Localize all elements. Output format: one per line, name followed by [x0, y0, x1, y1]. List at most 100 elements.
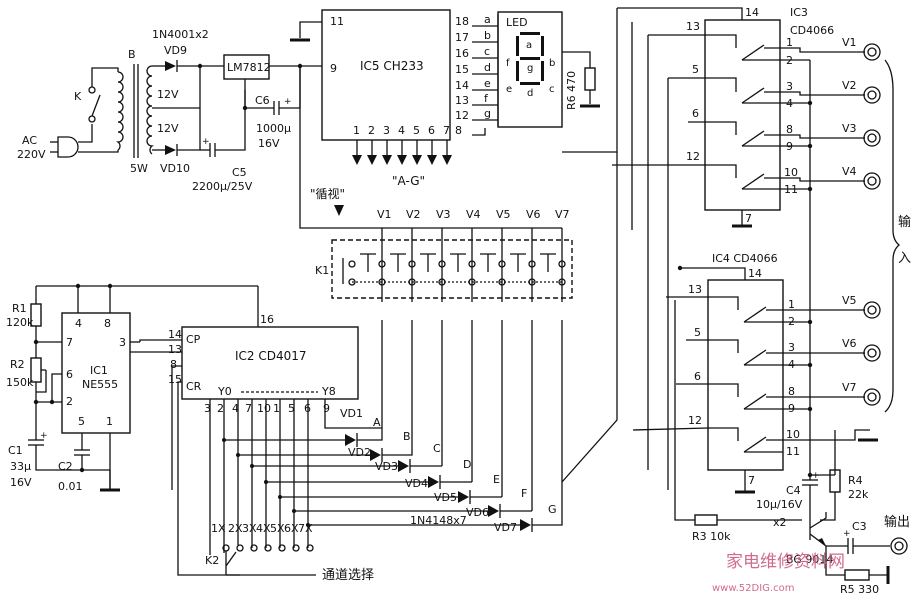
k2-position-1x: 1X: [211, 522, 226, 535]
k1-channel-v7: V7: [555, 208, 570, 221]
out-c: C: [433, 442, 441, 455]
r5-label: R5 330: [840, 583, 879, 596]
ic1-pin-6: 6: [66, 368, 73, 381]
input-brace: [884, 59, 901, 413]
k1-channel-v3: V3: [436, 208, 451, 221]
seg-letter-d: d: [484, 61, 491, 74]
input-label-v4: V4: [842, 165, 857, 178]
ic2-label: IC2 CD4017: [235, 349, 307, 363]
ic4-pin-3: 3: [788, 341, 795, 354]
input-label-v3: V3: [842, 122, 857, 135]
input-jack-v2: [863, 86, 881, 104]
ic3-pin-10: 10: [784, 166, 798, 179]
k2-contacts: [222, 544, 314, 575]
ic1-timer: IC1 NE555 4 8 7 3 6 2 5 1: [36, 283, 258, 490]
vd6-label: VD6: [466, 506, 489, 519]
ic4-pin-8: 8: [788, 385, 795, 398]
diode-vd9: [165, 60, 178, 72]
ic2-pin-b7: 7: [245, 402, 252, 415]
k1-channel-v2: V2: [406, 208, 421, 221]
ic5-input-arrows: [352, 140, 452, 165]
ic4-pin-1: 1: [788, 298, 795, 311]
vd3-label: VD3: [375, 460, 398, 473]
resistor-r5: [844, 569, 870, 581]
k2-position-5x: 5X: [270, 522, 285, 535]
out-b: B: [403, 430, 411, 443]
ic1-pin-8: 8: [104, 317, 111, 330]
out-d: D: [463, 458, 471, 471]
c6-value: 1000μ: [256, 122, 291, 135]
ic5-pin-15: 15: [455, 63, 469, 76]
ic3-pin-1: 1: [786, 36, 793, 49]
led-glyph-a: a: [526, 40, 532, 51]
led-glyph-e: e: [506, 84, 512, 95]
input-label-v5: V5: [842, 294, 857, 307]
output-jack: [890, 537, 908, 555]
diode-spec-1n4148: 1N4148x7: [410, 514, 467, 527]
k1-contacts: [342, 253, 566, 286]
ic1-label: IC1: [90, 364, 108, 377]
r2-name: R2: [10, 358, 25, 371]
ic2-pin-b3: 3: [204, 402, 211, 415]
ic4-pin-7: 7: [748, 474, 755, 487]
c1-name: C1: [8, 444, 23, 457]
svg-text:+: +: [812, 471, 820, 481]
out-g: G: [548, 503, 557, 516]
scan-label: "循视": [310, 186, 345, 201]
ic2-pin-b10: 10: [257, 402, 271, 415]
winding-top-label: 12V: [157, 88, 179, 101]
ic1-pin-7: 7: [66, 336, 73, 349]
out-e: E: [493, 473, 500, 486]
ic5-pin-b4: 4: [398, 124, 405, 137]
svg-text:+: +: [40, 431, 48, 441]
k1-label: K1: [315, 264, 329, 277]
ac-plug-icon: [50, 136, 79, 158]
ic4-pin-6: 6: [694, 370, 701, 383]
seg-letter-e: e: [484, 77, 491, 90]
ic2-cr-label: CR: [186, 380, 202, 393]
ic3-pin-12: 12: [686, 150, 700, 163]
ic4-pin-12: 12: [688, 414, 702, 427]
c6-name: C6: [255, 94, 270, 107]
c3-label: C3: [852, 520, 867, 533]
ic5-pin-b7: 7: [443, 124, 450, 137]
ic1-part: NE555: [82, 378, 118, 391]
ic5-pin-b3: 3: [383, 124, 390, 137]
vd5-label: VD5: [434, 491, 457, 504]
ic4-pin-11: 11: [786, 445, 800, 458]
c4-value: 10μ/16V: [756, 498, 803, 511]
ic5-pin-17: 17: [455, 31, 469, 44]
ic1-pin-1: 1: [106, 415, 113, 428]
ic1-pin-2: 2: [66, 395, 73, 408]
ic4-pin-13: 13: [688, 283, 702, 296]
c1-voltage: 16V: [10, 476, 32, 489]
ic4-pin-5: 5: [694, 326, 701, 339]
ic2-pin-b5: 5: [288, 402, 295, 415]
c5-value: 2200μ/25V: [192, 180, 253, 193]
c4-name: C4: [786, 484, 801, 497]
transformer-label: B: [128, 48, 136, 61]
ic1-pin-3: 3: [119, 336, 126, 349]
ic5-pin-18: 18: [455, 15, 469, 28]
input-label-top: 输: [898, 214, 911, 230]
r2-value: 150k: [6, 376, 34, 389]
input-jack-v3: [863, 129, 881, 147]
ic3-pin-14: 14: [745, 6, 759, 19]
diode-spec: 1N4001x2: [152, 28, 209, 41]
ic3-pin-8: 8: [786, 123, 793, 136]
ic5-pin-b6: 6: [428, 124, 435, 137]
ic2-pin-8: 8: [170, 358, 177, 371]
switch-label: K: [74, 90, 82, 103]
svg-text:+: +: [843, 529, 851, 539]
svg-text:+: +: [284, 97, 292, 107]
k1-channel-v4: V4: [466, 208, 481, 221]
led-glyph-d: d: [527, 88, 533, 99]
ic5-pin-b1: 1: [353, 124, 360, 137]
k2-position-6x: 6X: [284, 522, 299, 535]
r1-name: R1: [12, 302, 27, 315]
ic2-y8-label: Y8: [321, 385, 336, 398]
k2-position-2x: 2X: [228, 522, 243, 535]
seg-letter-g: g: [484, 107, 491, 120]
ag-label: "A-G": [392, 174, 425, 188]
output-label: 输出: [884, 514, 910, 530]
